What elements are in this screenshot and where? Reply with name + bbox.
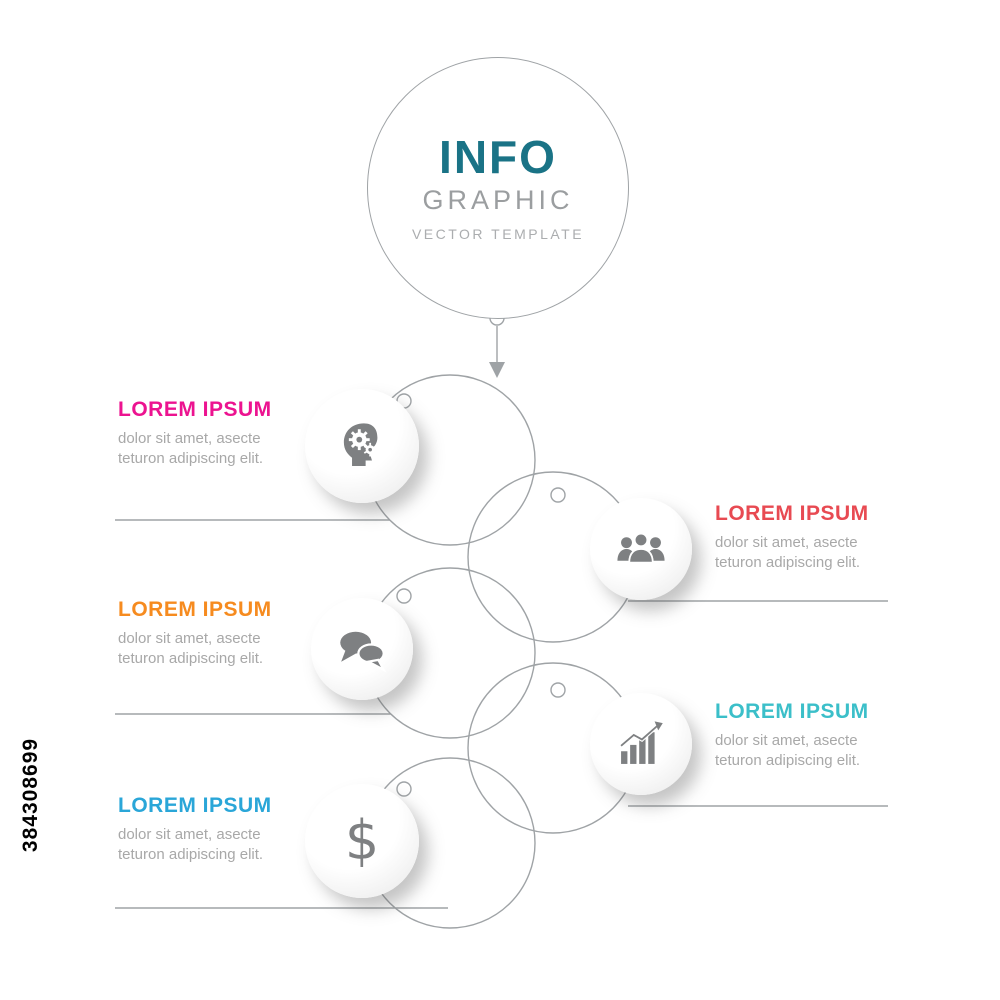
- item-2-heading: LOREM IPSUM: [715, 502, 869, 525]
- item-4-body: dolor sit amet, asecte teturon adipiscin…: [715, 732, 861, 770]
- arrow-down-icon: [489, 362, 505, 378]
- item-3-heading: LOREM IPSUM: [118, 598, 272, 621]
- ring-dot-4: [550, 682, 566, 698]
- ring-dot-2: [550, 487, 566, 503]
- ring-dot-3: [396, 588, 412, 604]
- item-5-heading: LOREM IPSUM: [118, 794, 272, 817]
- item-4-heading: LOREM IPSUM: [715, 700, 869, 723]
- node-2: [590, 498, 692, 600]
- chat-bubbles-icon: [340, 631, 387, 673]
- item-3-text: LOREM IPSUM dolor sit amet, asecte tetur…: [118, 599, 348, 670]
- head-gear-icon: [343, 423, 378, 466]
- node-1: [305, 389, 419, 503]
- title-circle: INFO GRAPHIC VECTOR TEMPLATE: [367, 57, 629, 319]
- dollar-icon: $: [344, 809, 380, 872]
- bar-chart-icon: [619, 721, 663, 764]
- item-5-text: LOREM IPSUM dolor sit amet, asecte tetur…: [118, 795, 348, 866]
- item-2-text: LOREM IPSUM dolor sit amet, asecte tetur…: [715, 503, 945, 574]
- node-4: [590, 693, 692, 795]
- people-icon: [617, 532, 665, 564]
- title-info: INFO: [439, 131, 557, 184]
- item-1-text: LOREM IPSUM dolor sit amet, asecte tetur…: [118, 399, 348, 470]
- ring-dot-5: [396, 781, 412, 797]
- title-graphic: GRAPHIC: [422, 185, 574, 216]
- watermark-id: 384308699: [19, 737, 42, 853]
- node-3: [311, 598, 413, 700]
- node-5: $: [305, 784, 419, 898]
- item-2-body: dolor sit amet, asecte teturon adipiscin…: [715, 534, 861, 572]
- title-subtitle: VECTOR TEMPLATE: [411, 225, 585, 242]
- item-5-body: dolor sit amet, asecte teturon adipiscin…: [118, 826, 264, 864]
- item-4-text: LOREM IPSUM dolor sit amet, asecte tetur…: [715, 701, 945, 772]
- item-1-body: dolor sit amet, asecte teturon adipiscin…: [118, 430, 264, 468]
- item-1-heading: LOREM IPSUM: [118, 398, 272, 421]
- item-3-body: dolor sit amet, asecte teturon adipiscin…: [118, 630, 264, 668]
